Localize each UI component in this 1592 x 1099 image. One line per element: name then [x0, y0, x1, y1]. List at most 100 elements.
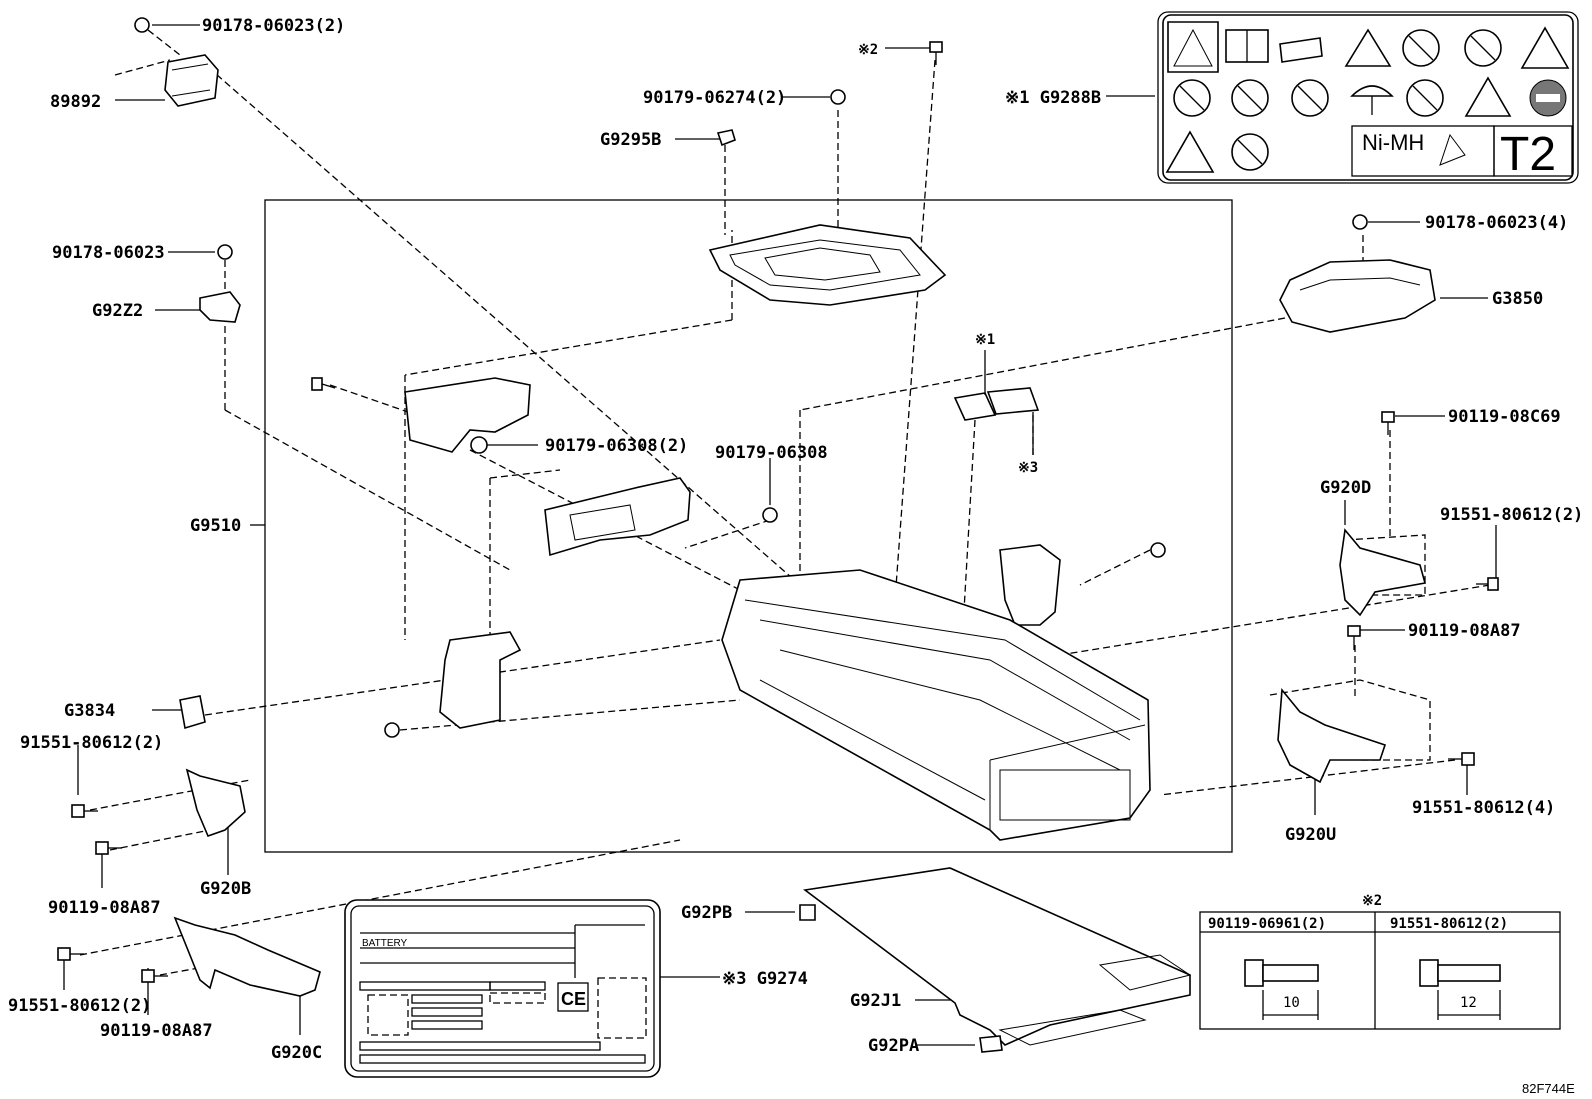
nut-icon [384, 722, 400, 738]
label-mark1-G9288B: ※1 G9288B [1005, 88, 1101, 108]
bolt-icon [311, 377, 336, 391]
bracket-G920C [173, 916, 321, 997]
bolt-icon [1381, 411, 1395, 435]
no-water-icon [1406, 79, 1444, 117]
label-G920C: G920C [271, 1043, 322, 1063]
label-mark2-table: ※2 [1362, 893, 1382, 909]
label-91551-80612-bottom: 91551-80612(2) [8, 996, 151, 1016]
label-mark3-G9274: ※3 G9274 [722, 969, 808, 989]
top-cover [708, 224, 947, 306]
bolt-icon [1347, 625, 1361, 650]
label-90179-06274-2: 90179-06274(2) [643, 88, 786, 108]
keep-dry-icon [1350, 85, 1394, 115]
bolt-table-col1-header: 90119-06961(2) [1208, 916, 1326, 932]
nut-icon [1150, 542, 1166, 558]
bracket-G920D [1339, 528, 1427, 617]
battery-pack [721, 569, 1151, 841]
sensor-89892 [164, 54, 219, 107]
label-G92PA: G92PA [868, 1036, 919, 1056]
bolt-icon [95, 841, 122, 855]
label-G9510: G9510 [190, 516, 241, 536]
bolt-icon [57, 947, 84, 961]
bracket-right [999, 544, 1061, 626]
label-89892: 89892 [50, 92, 101, 112]
bracket-upper-left [404, 377, 531, 453]
bolt-icon [141, 969, 168, 983]
figure-code: 82F744E [1522, 1081, 1575, 1096]
label-mark1: ※1 [975, 332, 995, 348]
label-mark3: ※3 [1018, 460, 1038, 476]
bolt-12mm-icon [1419, 959, 1501, 1020]
label-90178-06023-2: 90178-06023(2) [202, 16, 345, 36]
bolt-icon [71, 804, 98, 818]
bracket-G920B [185, 768, 246, 838]
nut-icon [762, 507, 778, 523]
manual-icon [1225, 29, 1269, 63]
label-91551-80612-2-left: 91551-80612(2) [20, 733, 163, 753]
label-90178-06023-4: 90178-06023(4) [1425, 213, 1568, 233]
battery-type-label: Ni-MH [1362, 130, 1424, 155]
read-book-icon [1279, 37, 1323, 63]
clip-G9295B [716, 129, 736, 147]
bracket-center [544, 477, 691, 557]
class-code-label: T2 [1500, 128, 1556, 181]
label-90119-08C69: 90119-08C69 [1448, 407, 1561, 427]
label-91551-80612-4: 91551-80612(4) [1412, 798, 1555, 818]
warning-label: Ni-MH T2 [1157, 11, 1579, 184]
no-climb-icon [1231, 79, 1269, 117]
sticker-1 [953, 392, 997, 421]
assembly-frame [264, 199, 1233, 853]
label-G3834: G3834 [64, 701, 115, 721]
no-children-icon [1231, 133, 1269, 171]
junction-block-G3850 [1279, 259, 1436, 333]
label-G92J1: G92J1 [850, 991, 901, 1011]
label-91551-80612-2-right: 91551-80612(2) [1440, 505, 1583, 525]
bolt-icon [1448, 752, 1475, 766]
label-mark2-top: ※2 [858, 42, 878, 58]
clip-G3834 [179, 695, 206, 730]
bolt-10mm-length: 10 [1283, 995, 1300, 1011]
bolt-10mm-icon [1244, 959, 1319, 1020]
no-flame-icon [1464, 29, 1502, 67]
pad-G92PB [799, 904, 816, 921]
bolt-12mm-length: 12 [1460, 995, 1477, 1011]
label-G920B: G920B [200, 879, 251, 899]
parts [164, 54, 1436, 1053]
warning-triangle-icon [1167, 21, 1219, 73]
bolt-table-col2-header: 91551-80612(2) [1390, 916, 1508, 932]
bolt-reference-table: 90119-06961(2) 91551-80612(2) 10 12 [1199, 911, 1561, 1030]
solid-leaders [63, 24, 1497, 1046]
bracket-G920U [1277, 687, 1387, 784]
flammable-icon [1520, 26, 1570, 69]
battery-plate-title: BATTERY [362, 938, 408, 949]
high-voltage-icon [1344, 28, 1392, 67]
sheet-G92J1 [802, 867, 1191, 1046]
fasteners [57, 17, 1499, 983]
nut-icon [134, 17, 150, 33]
ce-mark: CE [561, 989, 586, 1009]
bracket-lower-left [439, 631, 522, 729]
label-G9295B: G9295B [600, 130, 661, 150]
no-hand-icon [1402, 29, 1440, 67]
bolt-icon [1476, 577, 1499, 591]
explosion-icon [1165, 130, 1215, 173]
bolt-icon [929, 41, 943, 65]
no-entry-icon [1529, 79, 1567, 117]
nut-icon [1352, 214, 1368, 230]
label-G3850: G3850 [1492, 289, 1543, 309]
nut-icon [217, 244, 233, 260]
pad-G92PA [979, 1035, 1003, 1053]
label-90119-08A87-right: 90119-08A87 [1408, 621, 1521, 641]
label-90119-08A87-left: 90119-08A87 [48, 898, 161, 918]
corrosive-icon [1464, 76, 1512, 117]
label-G920D: G920D [1320, 478, 1371, 498]
label-G920U: G920U [1285, 825, 1336, 845]
label-G92PB: G92PB [681, 903, 732, 923]
nut-icon [830, 89, 846, 105]
no-disassemble-icon [1291, 79, 1329, 117]
battery-nameplate: BATTERY CE [344, 899, 661, 1078]
part-labels: 90178-06023(2) 89892 90178-06023 G92Z2 9… [8, 16, 1583, 1096]
no-step-icon [1173, 79, 1211, 117]
dashed-leaders [79, 29, 1491, 976]
